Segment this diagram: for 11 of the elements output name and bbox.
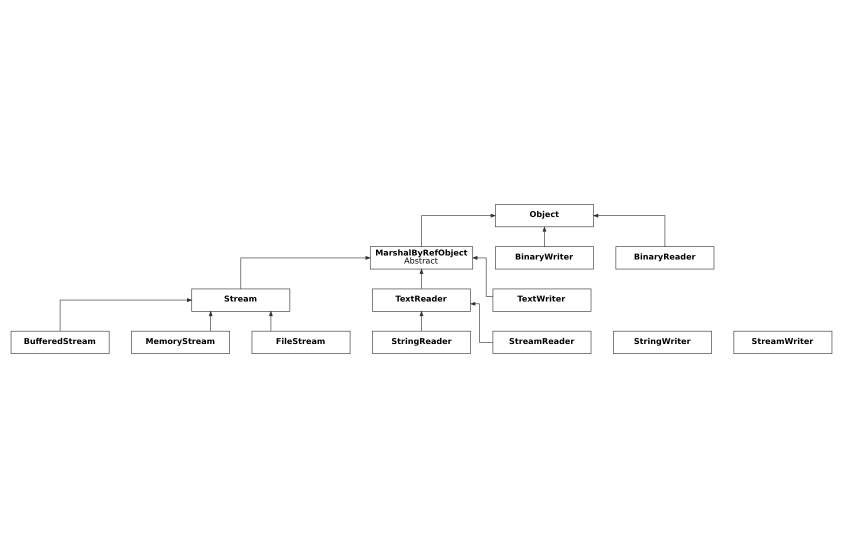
arrow [240, 255, 372, 289]
arrow [420, 268, 424, 289]
arrow [470, 301, 494, 342]
arrow [421, 213, 496, 246]
arrow [542, 226, 546, 246]
arrow [420, 310, 424, 331]
arrow [592, 213, 666, 246]
arrow [472, 255, 494, 296]
arrow [268, 310, 273, 331]
arrow [208, 310, 213, 331]
arrow [60, 298, 193, 331]
